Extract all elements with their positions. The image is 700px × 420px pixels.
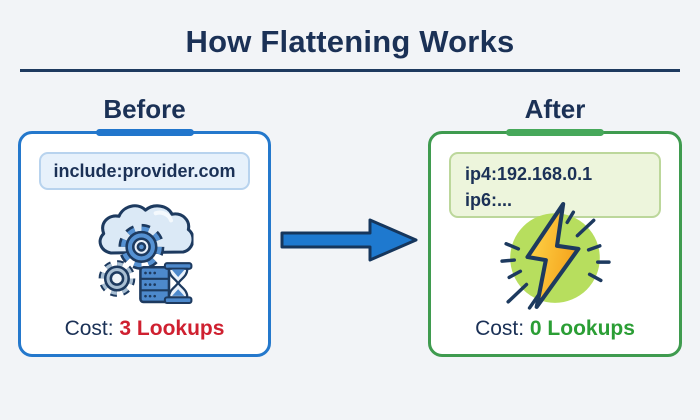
after-heading: After bbox=[524, 94, 586, 124]
before-record-box: include:provider.com bbox=[39, 152, 250, 190]
after-cost-line: Cost: 0 Lookups bbox=[431, 317, 679, 341]
before-column: Before include:provider.com bbox=[18, 94, 271, 357]
after-panel: ip4:192.168.0.1 ip6:... bbox=[428, 129, 682, 357]
before-record-text: include:provider.com bbox=[53, 161, 236, 181]
after-record-box: ip4:192.168.0.1 ip6:... bbox=[449, 152, 661, 218]
cloud-gears-processing-icon bbox=[98, 204, 193, 304]
after-column: After ip4:192.168.0.1 ip6:... bbox=[428, 94, 682, 357]
lightning-bolt-icon bbox=[500, 202, 611, 310]
before-cost-label: Cost: bbox=[64, 317, 114, 340]
right-arrow-icon bbox=[280, 218, 418, 262]
title-divider bbox=[20, 69, 680, 72]
before-to-after-arrow bbox=[280, 216, 420, 264]
after-record-line-1: ip4:192.168.0.1 bbox=[465, 164, 593, 184]
after-record-line-2: ip6:... bbox=[465, 190, 513, 210]
before-cost-line: Cost: 3 Lookups bbox=[21, 317, 268, 341]
before-accent-bar bbox=[95, 129, 194, 136]
after-cost-label: Cost: bbox=[475, 317, 525, 340]
after-cost-value: 0 Lookups bbox=[529, 317, 635, 340]
before-panel: include:provider.com bbox=[18, 129, 271, 357]
after-accent-bar bbox=[506, 129, 604, 136]
page-title: How Flattening Works bbox=[185, 24, 515, 59]
before-heading: Before bbox=[103, 94, 186, 124]
before-cost-value: 3 Lookups bbox=[119, 317, 225, 340]
